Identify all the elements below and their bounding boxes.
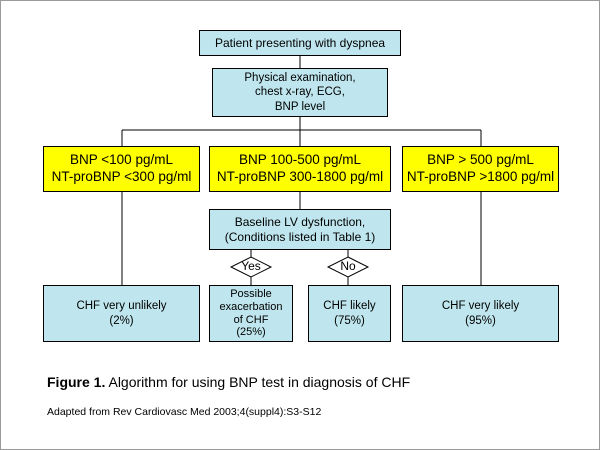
no-diamond bbox=[326, 256, 370, 278]
outcome-likely-box-line-1: CHF likely bbox=[323, 300, 376, 313]
outcome-very-likely-box-line-2: (95%) bbox=[465, 314, 496, 327]
outcome-very-likely-box-line-1: CHF very likely bbox=[441, 300, 520, 313]
figure-label: Figure 1. bbox=[47, 374, 106, 390]
yes-diamond bbox=[229, 256, 273, 278]
outcome-possible-box-line-3: of CHF bbox=[233, 313, 269, 326]
outcome-likely-box-line-2: (75%) bbox=[334, 314, 365, 327]
figure-caption-text: Algorithm for using BNP test in diagnosi… bbox=[105, 374, 411, 390]
outcome-possible-box-line-2: exacerbation bbox=[219, 300, 283, 313]
figure-caption: Figure 1. Algorithm for using BNP test i… bbox=[47, 374, 410, 390]
workup-box-line-1: Physical examination, bbox=[244, 72, 356, 85]
workup-box-line-2: chest x-ray, ECG, bbox=[255, 86, 345, 99]
workup-box: Physical examination,chest x-ray, ECG,BN… bbox=[212, 68, 388, 117]
yes-label: Yes bbox=[241, 259, 261, 273]
outcome-very-unlikely-box: CHF very unlikely(2%) bbox=[43, 285, 200, 342]
start-box-line-1: Patient presenting with dyspnea bbox=[214, 35, 386, 50]
baseline-lv-box-line-1: Baseline LV dysfunction, bbox=[234, 214, 366, 229]
mid-range-box-line-1: BNP 100-500 pg/mL bbox=[238, 152, 362, 168]
outcome-possible-box-line-1: Possible bbox=[230, 288, 272, 301]
no-label: No bbox=[340, 259, 356, 273]
low-range-box-line-2: NT-proBNP <300 pg/ml bbox=[51, 169, 192, 184]
workup-box-line-3: BNP level bbox=[274, 100, 326, 113]
low-range-box-line-1: BNP <100 pg/mL bbox=[70, 152, 173, 168]
mid-range-box-line-2: NT-proBNP 300-1800 pg/ml bbox=[216, 169, 384, 184]
outcome-possible-box-line-4: (25%) bbox=[236, 326, 266, 339]
outcome-likely-box: CHF likely(75%) bbox=[308, 285, 391, 342]
source-citation: Adapted from Rev Cardiovasc Med 2003;4(s… bbox=[47, 406, 322, 418]
outcome-very-unlikely-box-line-2: (2%) bbox=[109, 314, 134, 327]
baseline-lv-box-line-2: (Conditions listed in Table 1) bbox=[224, 229, 376, 244]
high-range-box-line-1: BNP > 500 pg/mL bbox=[427, 152, 534, 168]
start-box: Patient presenting with dyspnea bbox=[199, 30, 401, 56]
baseline-lv-box: Baseline LV dysfunction,(Conditions list… bbox=[209, 209, 391, 250]
high-range-box-line-2: NT-proBNP >1800 pg/ml bbox=[406, 169, 555, 184]
outcome-very-likely-box: CHF very likely(95%) bbox=[402, 285, 559, 342]
outcome-very-unlikely-box-line-1: CHF very unlikely bbox=[76, 300, 167, 313]
